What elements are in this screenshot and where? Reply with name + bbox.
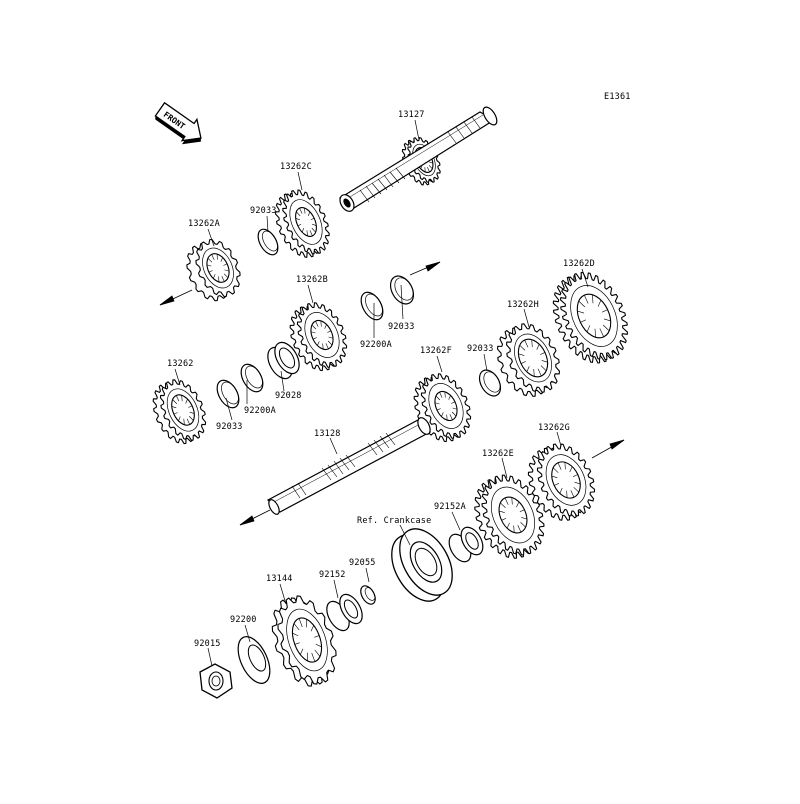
collar-92152A [448,526,484,563]
label-13128: 13128 [314,429,341,439]
label-92033-right: 92033 [467,344,494,354]
front-arrow-icon: FRONT [154,101,202,145]
washer-92200 [237,636,271,684]
nut-92015 [199,663,233,699]
gear-13262g [527,443,596,521]
circlip-92200a-left [240,363,264,393]
gear-13262 [152,379,207,445]
drawing-code: E1361 [604,92,631,102]
gear-13262b [289,302,348,372]
label-13262g: 13262G [538,423,570,433]
circlip-92033-mid [389,275,415,305]
label-92055: 92055 [349,558,376,568]
label-92028: 92028 [275,391,302,401]
label-13127: 13127 [398,110,425,120]
label-92033-top: 92033 [250,206,277,216]
gear-13262h [496,323,560,397]
label-13262h: 13262H [507,300,539,310]
shaft-13128 [267,417,431,515]
label-92152: 92152 [319,570,346,580]
label-13262c: 13262C [280,162,312,172]
collar-92152 [326,593,363,632]
circlip-92200a-mid [360,291,384,321]
label-92200a-mid: 92200A [360,340,392,350]
leader-lines [174,119,589,667]
label-13144: 13144 [266,574,293,584]
gear-13262a [186,239,241,302]
circlips [216,228,502,605]
label-92152a: 92152A [434,502,466,512]
circlip-92033-top [257,228,279,256]
label-92200a-left: 92200A [244,406,276,416]
label-13262: 13262 [167,359,194,369]
label-13262e: 13262E [482,449,514,459]
bearing-ref-crankcase [391,528,453,602]
axis-lines [159,261,625,526]
label-ref-crankcase: Ref. Crankcase [357,516,432,526]
label-13262d: 13262D [563,259,595,269]
circlip-92033-right [478,369,502,397]
gear-13262c [275,189,330,258]
label-13262a: 13262A [188,219,220,229]
circlip-92033-left [216,379,240,409]
sprocket-13144 [271,595,337,687]
bearing-92028 [267,341,300,380]
label-92033-left: 92033 [216,422,243,432]
circlip-92055 [360,585,376,605]
shaft-13127 [338,106,498,212]
label-92200: 92200 [230,615,257,625]
gear-13262d [552,271,628,364]
label-13262b: 13262B [296,275,328,285]
label-92015: 92015 [194,639,221,649]
gear-13262e [474,474,545,559]
gear-13262f [413,373,472,443]
label-13262f: 13262F [420,346,452,356]
label-92033-mid: 92033 [388,322,415,332]
